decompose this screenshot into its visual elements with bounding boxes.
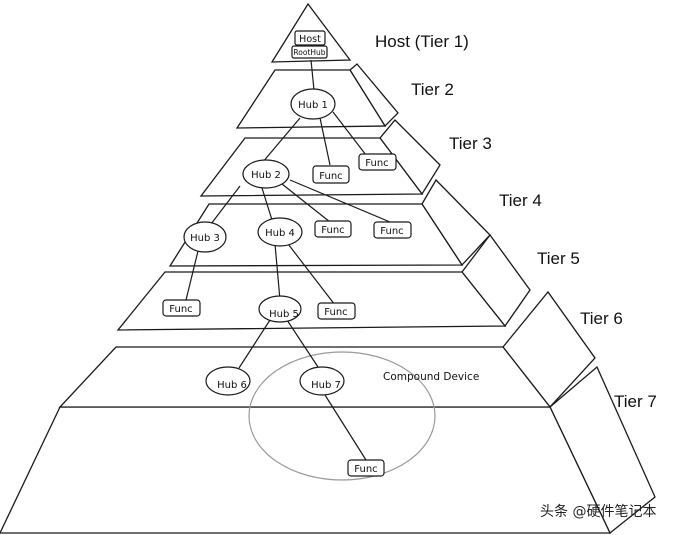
- tier-7-slab: [0, 365, 656, 535]
- tier-label-1: Host (Tier 1): [375, 32, 469, 51]
- svg-text:Func: Func: [319, 171, 342, 182]
- svg-text:Hub 2: Hub 2: [251, 170, 281, 181]
- svg-text:Hub 3: Hub 3: [190, 233, 220, 244]
- svg-text:Func: Func: [354, 464, 377, 475]
- svg-text:Func: Func: [380, 226, 403, 237]
- svg-text:Hub 1: Hub 1: [298, 100, 328, 111]
- tier-5-slab: [116, 233, 531, 331]
- tier-3-slab: [199, 119, 441, 197]
- svg-text:Hub 5: Hub 5: [269, 309, 299, 320]
- svg-text:Hub 4: Hub 4: [265, 228, 295, 239]
- func-tier3-a: Func: [312, 165, 350, 184]
- svg-text:Hub 7: Hub 7: [311, 380, 341, 391]
- svg-text:Func: Func: [321, 225, 344, 236]
- tier-label-7: Tier 7: [614, 392, 657, 411]
- compound-device-outline: [248, 351, 436, 481]
- roothub-label: RootHub: [293, 48, 325, 57]
- func-tier3-b: Func: [358, 153, 397, 171]
- tier-label-6: Tier 6: [580, 309, 623, 328]
- svg-text:Func: Func: [365, 158, 388, 169]
- func-tier5-a: Func: [162, 299, 201, 317]
- hub-3: Hub 3: [183, 221, 227, 253]
- tier-label-3: Tier 3: [449, 134, 492, 153]
- func-tier5-b: Func: [317, 302, 356, 320]
- svg-text:Func: Func: [169, 304, 192, 315]
- watermark: 头条 @硬件笔记本: [540, 503, 656, 520]
- tier-label-5: Tier 5: [537, 249, 580, 268]
- tier-label-4: Tier 4: [499, 191, 542, 210]
- connections: [185, 59, 391, 461]
- host-node: Host RootHub: [291, 30, 328, 59]
- hub-2: Hub 2: [242, 159, 290, 189]
- func-tier4-b: Func: [373, 221, 412, 239]
- hub-4: Hub 4: [257, 217, 303, 247]
- hub-6: Hub 6: [205, 366, 251, 396]
- func-tier4-a: Func: [314, 220, 352, 238]
- svg-text:Hub 6: Hub 6: [217, 380, 247, 391]
- tier-label-2: Tier 2: [411, 80, 454, 99]
- compound-device-label: Compound Device: [383, 371, 479, 383]
- hub-1: Hub 1: [290, 88, 336, 120]
- hub-5: Hub 5: [258, 295, 302, 323]
- func-tier7: Func: [347, 459, 385, 477]
- svg-text:Func: Func: [324, 307, 347, 318]
- hub-7: Hub 7: [299, 366, 345, 396]
- svg-text:Host: Host: [299, 34, 321, 45]
